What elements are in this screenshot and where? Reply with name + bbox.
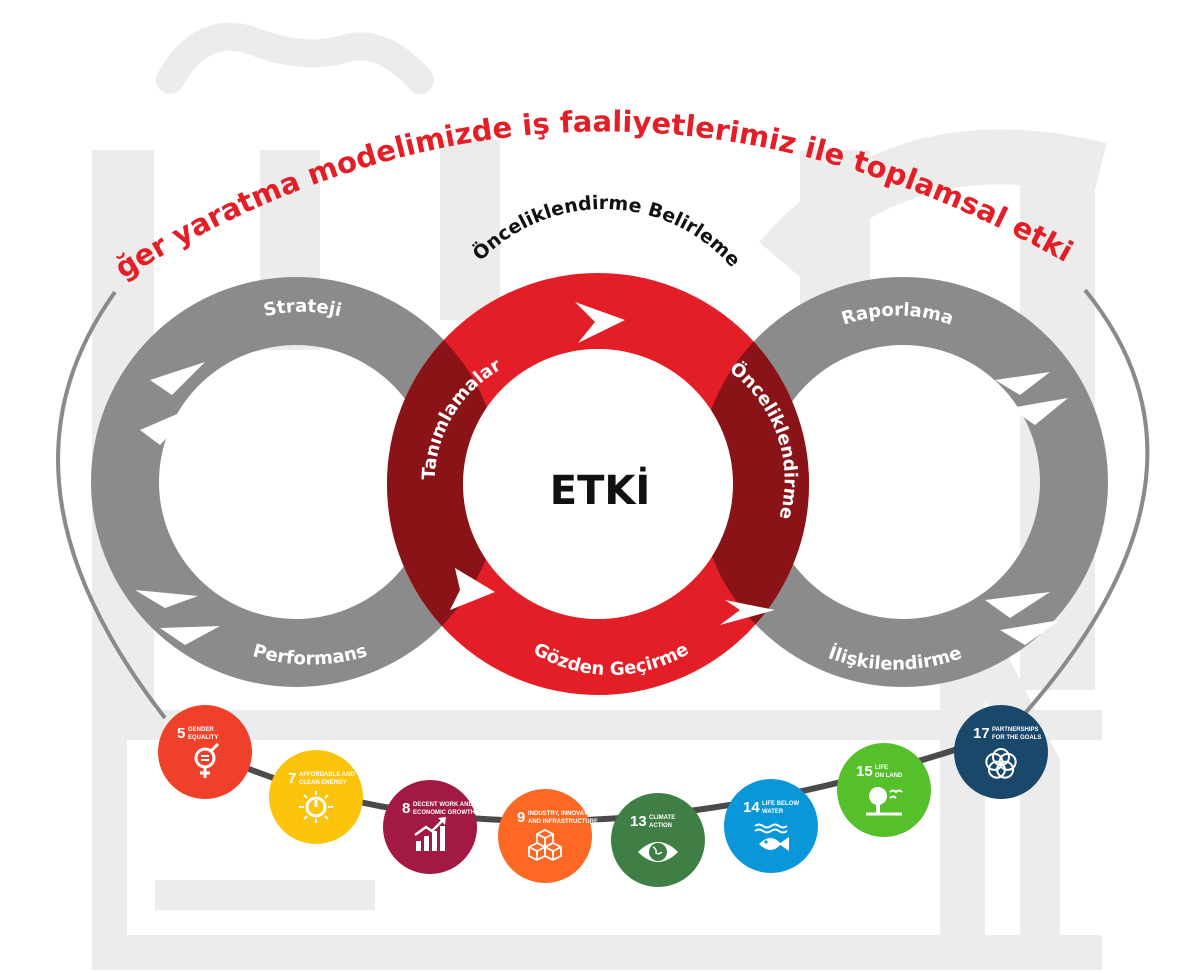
sdg-label-line2: CLEAN ENERGY <box>299 780 347 786</box>
chevron-right-3 <box>985 592 1050 618</box>
sdg-label-line1: PARTNERSHIPS <box>992 727 1039 733</box>
sdg-label-line1: LIFE BELOW <box>762 801 799 807</box>
chevron-left-1 <box>150 362 205 395</box>
eye-globe-icon <box>638 842 678 862</box>
right-bracket-arc <box>1008 288 1150 732</box>
sdg-badge-circle <box>498 789 592 883</box>
arrow-bottom-left <box>450 568 495 610</box>
sdg-label-line1: CLIMATE <box>649 815 675 821</box>
sdg-label-line1: AFFORDABLE AND <box>299 772 355 778</box>
sdg-badge-circle <box>383 780 477 874</box>
left-bracket-arc <box>56 290 167 720</box>
sdg-badge-circle <box>611 793 705 887</box>
sdg-label-line2: WATER <box>762 809 784 815</box>
sdg-label-line2: EQUALITY <box>188 735 218 741</box>
sdg-label-line2: FOR THE GOALS <box>992 735 1041 741</box>
sdg-label-line1: GENDER <box>188 727 214 733</box>
flower-rings-icon <box>985 748 1017 779</box>
fish-icon <box>754 823 789 851</box>
arrow-bottom-right <box>720 600 775 625</box>
sdg-number: 13 <box>630 813 647 830</box>
sdg-number: 9 <box>517 809 525 826</box>
chevron-left-3 <box>135 590 198 608</box>
chevron-right-2 <box>1010 398 1068 425</box>
sdg-number: 7 <box>288 770 296 787</box>
sdg-badge-circle <box>954 705 1048 799</box>
arrow-top-right <box>575 302 625 343</box>
sdg-label-line1: DECENT WORK AND <box>413 802 473 808</box>
sdg-number: 15 <box>856 763 873 780</box>
center-title: ETKİ <box>550 466 651 514</box>
sdg-label-line1: LIFE <box>875 765 888 771</box>
tree-icon <box>866 787 903 816</box>
chevron-left-4 <box>160 626 220 645</box>
chevron-right-1 <box>995 372 1050 395</box>
cubes-icon <box>528 828 562 862</box>
sdg-label-line2: ECONOMIC GROWTH <box>413 810 475 816</box>
sdg-badge-circle <box>158 705 252 799</box>
top-ring-label: Önceliklendirme Belirleme <box>467 192 744 271</box>
sdg-number: 14 <box>743 799 760 816</box>
sun-power-icon <box>299 791 333 823</box>
sdg-number: 8 <box>402 800 410 817</box>
chevron-left-2 <box>140 405 198 445</box>
sdg-number: 17 <box>973 725 990 742</box>
chevron-right-4 <box>1000 620 1060 645</box>
sdg-label-line1: INDUSTRY, INNOVATION <box>528 811 598 817</box>
center-disc <box>463 349 733 619</box>
overlap-right <box>698 277 809 687</box>
growth-chart-icon <box>414 817 446 851</box>
sdg-number: 5 <box>177 725 185 742</box>
sdg-label-line2: AND INFRASTRUCTURE <box>528 819 598 825</box>
gender-equality-icon <box>194 742 220 778</box>
red-ring-arrows <box>450 302 775 625</box>
sdg-label-line2: ON LAND <box>875 773 903 779</box>
ring-chevrons <box>135 362 1068 645</box>
overlap-left <box>387 277 501 687</box>
sdg-label-line2: ACTION <box>649 823 672 829</box>
